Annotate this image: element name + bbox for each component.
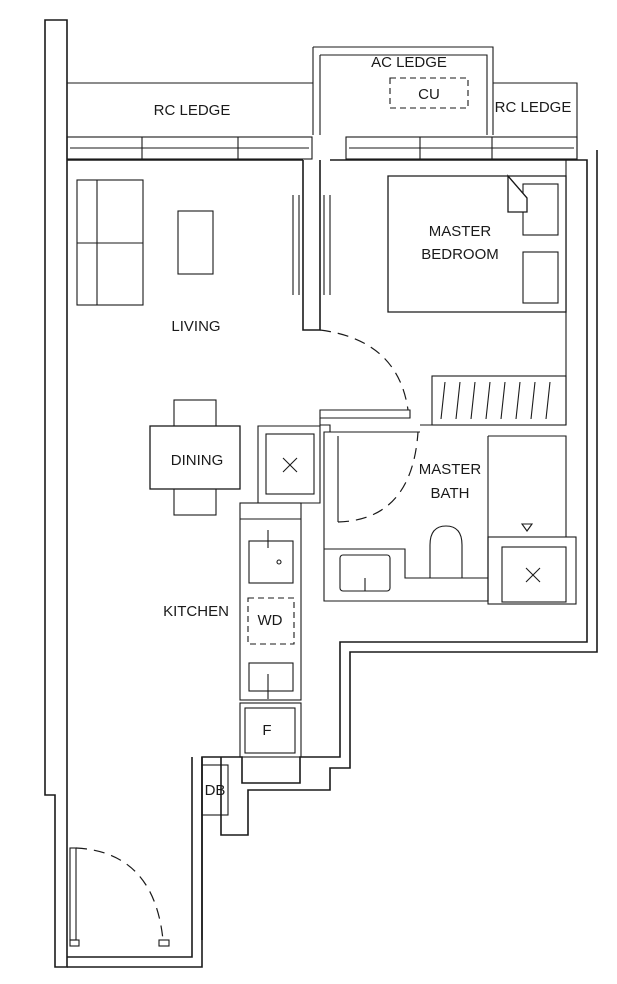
kitchen-label: KITCHEN [163, 603, 229, 620]
master-bedroom-label-line2: BEDROOM [421, 246, 499, 263]
master-bath-label-line1: MASTER [419, 461, 482, 478]
kitchen-counter [239, 502, 302, 701]
wd-label: WD [258, 612, 283, 629]
shower-drain-marker [520, 523, 534, 532]
dining-label: DINING [171, 452, 224, 469]
bath-shaft [487, 536, 577, 605]
toilet [429, 525, 463, 578]
db-box [201, 764, 229, 816]
wardrobe [431, 375, 567, 426]
condenser-unit-outline [389, 77, 469, 109]
rc-ledge-right-label: RC LEDGE [495, 99, 572, 116]
outer-walls [44, 19, 598, 968]
room-labels: RC LEDGE AC LEDGE CU RC LEDGE MASTER BED… [154, 54, 572, 799]
dining-set [149, 399, 241, 516]
cu-label: CU [418, 86, 440, 103]
fridge [239, 702, 302, 758]
master-bedroom-label-line1: MASTER [429, 223, 492, 240]
bath-door-swing [337, 431, 419, 523]
rc-ledge-left-label: RC LEDGE [154, 102, 231, 119]
basin-counter [324, 548, 488, 592]
top-windows [66, 136, 578, 161]
master-bed [387, 174, 567, 313]
fridge-label: F [262, 722, 271, 739]
ac-ledge-label: AC LEDGE [371, 54, 447, 71]
bedroom-partition [292, 159, 567, 425]
coffee-table [177, 210, 214, 275]
service-shaft [257, 425, 321, 504]
sofa [76, 179, 144, 306]
bedroom-door-swing [319, 329, 409, 411]
db-label: DB [205, 782, 226, 799]
living-label: LIVING [171, 318, 220, 335]
bathroom-walls [319, 418, 567, 602]
master-bath-label-line2: BATH [431, 485, 470, 502]
entrance-door [69, 847, 170, 947]
